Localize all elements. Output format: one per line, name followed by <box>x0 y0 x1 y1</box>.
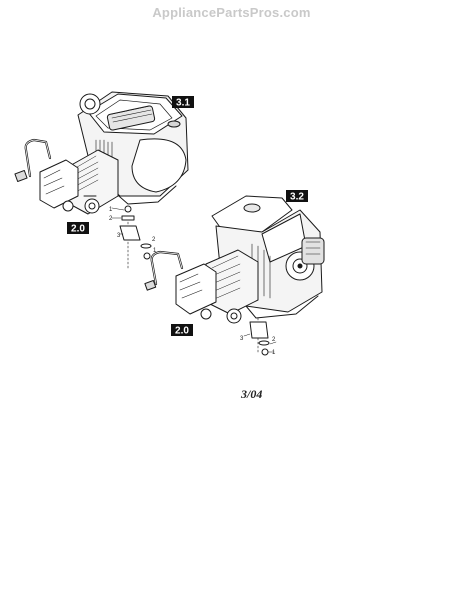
revision-date: 3/04 <box>241 387 263 401</box>
lower-mount-hardware <box>243 317 277 356</box>
assembly-label-2-0-lower: 2.0 <box>171 324 193 337</box>
callout-number: 1 <box>272 350 276 356</box>
svg-text:3.2: 3.2 <box>290 192 304 203</box>
lower-callouts: 2 3 1 <box>240 336 276 356</box>
callout-number: 2 <box>109 216 113 222</box>
svg-text:2.0: 2.0 <box>71 224 85 235</box>
upper-mount-hardware <box>111 205 152 269</box>
lower-engine <box>211 195 325 319</box>
callout-number: 1 <box>153 248 157 254</box>
callout-number: 3 <box>240 336 244 342</box>
callout-number: 2 <box>272 337 276 343</box>
callout-number: 1 <box>109 207 113 213</box>
svg-text:2.0: 2.0 <box>175 326 189 337</box>
callout-number: 2 <box>152 237 156 243</box>
upper-engine <box>77 91 189 205</box>
assembly-label-3-2: 3.2 <box>286 190 308 203</box>
svg-text:3.1: 3.1 <box>176 98 190 109</box>
watermark: AppliancePartsPros.com <box>152 5 311 20</box>
upper-pump <box>14 138 119 215</box>
lower-pump <box>144 249 259 324</box>
assembly-label-3-1: 3.1 <box>172 96 194 109</box>
assembly-label-2-0-upper: 2.0 <box>67 222 89 235</box>
upper-callouts: 1 2 3 2 1 <box>109 207 157 254</box>
callout-number: 3 <box>117 233 121 239</box>
